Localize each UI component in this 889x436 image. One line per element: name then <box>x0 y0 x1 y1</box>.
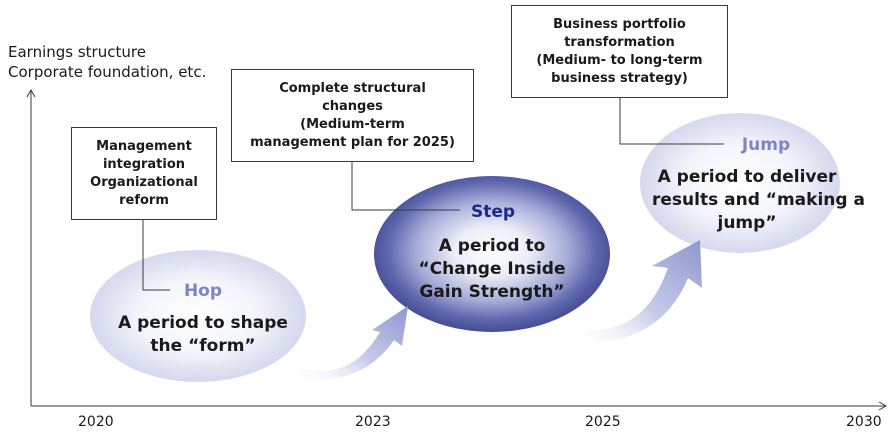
hop-ellipse <box>90 250 306 382</box>
jump-connector <box>619 98 724 145</box>
hop-connector <box>142 220 170 291</box>
jump-annotation-box: Business portfolio transformation (Mediu… <box>511 5 728 98</box>
step-box-line-1: Complete structural <box>279 80 426 96</box>
jump-box-line-4: business strategy) <box>551 70 688 86</box>
step-box-line-2: changes <box>322 98 383 114</box>
step-phase-name: Step <box>470 202 516 222</box>
jump-phase-description: A period to deliver results and “making … <box>652 166 865 235</box>
x-axis-arrowhead <box>878 401 888 411</box>
year-label-2025: 2025 <box>585 414 621 430</box>
arrow-step-to-jump <box>578 240 702 343</box>
jump-box-line-3: (Medium- to long-term <box>536 52 703 68</box>
step-box-line-4: management plan for 2025) <box>250 134 455 150</box>
year-label-2020: 2020 <box>78 414 114 430</box>
hop-annotation-box: Management integration Organizational re… <box>71 127 217 220</box>
step-desc-line-1: A period to <box>438 236 546 256</box>
hop-desc-line-2: the “form” <box>150 336 256 356</box>
year-label-2030: 2030 <box>846 414 882 430</box>
step-desc-line-3: Gain Strength” <box>419 282 565 302</box>
hop-box-line-4: reform <box>119 192 169 208</box>
arrow-hop-to-step <box>300 306 408 380</box>
hop-desc-line-1: A period to shape <box>118 313 288 333</box>
y-axis-label-line-1: Earnings structure <box>8 43 146 61</box>
y-axis-arrowhead <box>26 88 36 98</box>
step-desc-line-2: “Change Inside <box>418 259 566 279</box>
hop-box-line-1: Management <box>96 138 192 154</box>
hop-phase-description: A period to shape the “form” <box>108 312 298 358</box>
step-annotation-box: Complete structural changes (Medium-term… <box>231 69 474 162</box>
step-phase-description: A period to “Change Inside Gain Strength… <box>397 235 587 304</box>
step-ellipse <box>374 176 610 332</box>
y-axis-label: Earnings structure Corporate foundation,… <box>8 42 206 82</box>
jump-box-line-2: transformation <box>564 34 675 50</box>
jump-desc-line-2: results and “making a <box>652 190 865 210</box>
jump-desc-line-1: A period to deliver <box>657 167 837 187</box>
hop-phase-name: Hop <box>183 281 223 301</box>
jump-phase-name: Jump <box>741 135 791 155</box>
hop-box-line-2: integration <box>102 156 186 172</box>
jump-desc-line-3: jump” <box>717 213 777 233</box>
hop-box-line-3: Organizational <box>90 174 198 190</box>
year-label-2023: 2023 <box>355 414 391 430</box>
step-box-line-3: (Medium-term <box>300 116 405 132</box>
jump-box-line-1: Business portfolio <box>553 16 686 32</box>
jump-ellipse <box>640 113 840 253</box>
step-connector <box>351 162 460 211</box>
y-axis-label-line-2: Corporate foundation, etc. <box>8 63 207 81</box>
